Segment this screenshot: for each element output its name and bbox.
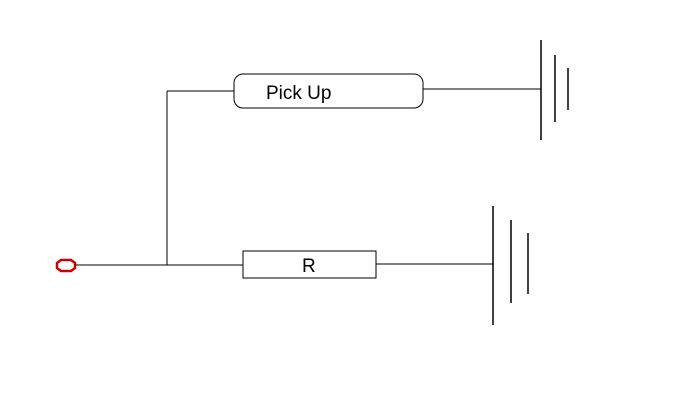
ground-symbol-bottom bbox=[492, 206, 529, 325]
ground-symbol-top bbox=[540, 40, 569, 140]
resistor-component: R bbox=[242, 250, 377, 279]
pickup-component: Pick Up bbox=[233, 73, 424, 109]
resistor-box bbox=[242, 250, 377, 279]
pickup-box bbox=[233, 73, 424, 109]
pickup-label: Pick Up bbox=[266, 83, 331, 104]
input-terminal bbox=[55, 258, 77, 273]
resistor-label: R bbox=[302, 256, 316, 277]
